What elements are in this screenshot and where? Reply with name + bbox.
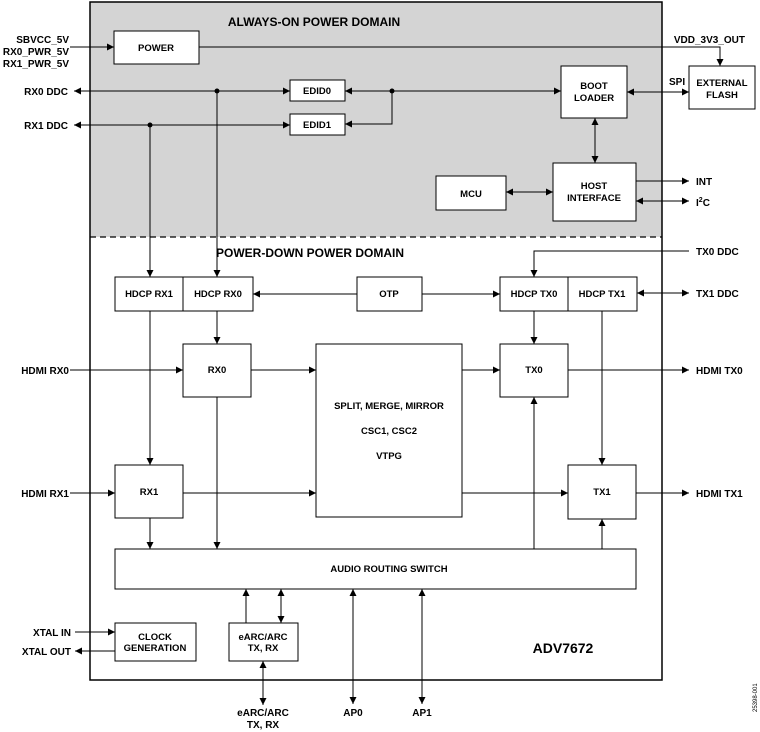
- svg-text:HDCP RX0: HDCP RX0: [194, 289, 242, 300]
- xtal-out-label: XTAL OUT: [22, 647, 71, 658]
- earc-pin-label-1: eARC/ARC: [237, 708, 289, 719]
- svg-text:EDID0: EDID0: [303, 86, 331, 97]
- svg-text:eARC/ARC: eARC/ARC: [238, 632, 287, 643]
- xtal-in-label: XTAL IN: [33, 628, 71, 639]
- svg-text:FLASH: FLASH: [706, 90, 738, 101]
- svg-text:CLOCK: CLOCK: [138, 632, 172, 643]
- hdmi-rx1-label: HDMI RX1: [21, 489, 69, 500]
- svg-text:VTPG: VTPG: [376, 451, 402, 462]
- sbvcc-label: SBVCC_5V: [16, 35, 69, 46]
- tx0-ddc-label: TX0 DDC: [696, 247, 739, 258]
- earc-block: eARC/ARC TX, RX: [228, 622, 299, 662]
- spi-label: SPI: [669, 77, 685, 88]
- tx1-block: TX1: [567, 464, 637, 520]
- svg-text:OTP: OTP: [379, 289, 399, 300]
- power-block: POWER: [113, 30, 200, 65]
- hdmi-tx1-label: HDMI TX1: [696, 489, 743, 500]
- external-flash-block: EXTERNAL FLASH: [688, 65, 756, 110]
- boot-loader-block: BOOT LOADER: [560, 65, 628, 119]
- host-interface-block: HOST INTERFACE: [552, 162, 637, 222]
- svg-text:TX, RX: TX, RX: [248, 643, 279, 654]
- clock-generation-block: CLOCK GENERATION: [114, 622, 197, 662]
- svg-text:HDCP TX0: HDCP TX0: [511, 289, 558, 300]
- svg-text:TX1: TX1: [593, 487, 611, 498]
- power-down-domain-title: POWER-DOWN POWER DOMAIN: [216, 246, 404, 260]
- hdmi-rx0-label: HDMI RX0: [21, 366, 69, 377]
- svg-text:MCU: MCU: [460, 189, 482, 200]
- connections: [70, 43, 724, 705]
- ap1-label: AP1: [412, 708, 432, 719]
- edid0-block: EDID0: [289, 79, 346, 102]
- svg-text:HDCP TX1: HDCP TX1: [579, 289, 627, 300]
- otp-block: OTP: [356, 276, 423, 312]
- mcu-block: MCU: [435, 175, 507, 211]
- earc-pin-label-2: TX, RX: [247, 720, 280, 731]
- hdmi-tx0-label: HDMI TX0: [696, 366, 743, 377]
- i2c-label: I2C: [696, 197, 710, 209]
- hdcp-rx1-block: HDCP RX1: [114, 276, 184, 312]
- svg-text:RX0: RX0: [208, 365, 226, 376]
- svg-text:AUDIO ROUTING SWITCH: AUDIO ROUTING SWITCH: [330, 564, 447, 575]
- chip-name: ADV7672: [533, 640, 594, 656]
- processing-block: SPLIT, MERGE, MIRROR CSC1, CSC2 VTPG: [315, 343, 463, 518]
- svg-text:BOOT: BOOT: [580, 81, 608, 92]
- svg-text:POWER: POWER: [138, 43, 174, 54]
- svg-text:HDCP RX1: HDCP RX1: [125, 289, 174, 300]
- svg-text:HOST: HOST: [581, 181, 608, 192]
- edid1-block: EDID1: [289, 113, 346, 136]
- svg-text:GENERATION: GENERATION: [124, 643, 187, 654]
- svg-text:INTERFACE: INTERFACE: [567, 193, 621, 204]
- svg-text:SPLIT, MERGE, MIRROR: SPLIT, MERGE, MIRROR: [334, 401, 444, 412]
- figure-id: 25398-001: [753, 683, 759, 712]
- hdcp-tx0-block: HDCP TX0: [499, 276, 569, 312]
- ap0-label: AP0: [343, 708, 363, 719]
- always-on-domain-title: ALWAYS-ON POWER DOMAIN: [228, 15, 400, 29]
- svg-text:RX1: RX1: [140, 487, 159, 498]
- rx1-pwr-label: RX1_PWR_5V: [3, 59, 69, 70]
- hdcp-rx0-block: HDCP RX0: [182, 276, 254, 312]
- svg-text:TX0: TX0: [525, 365, 542, 376]
- audio-routing-switch-block: AUDIO ROUTING SWITCH: [114, 548, 637, 590]
- hdcp-tx1-block: HDCP TX1: [567, 276, 638, 312]
- rx0-pwr-label: RX0_PWR_5V: [3, 47, 69, 58]
- signal-labels: SBVCC_5V RX0_PWR_5V RX1_PWR_5V RX0 DDC R…: [3, 35, 745, 731]
- tx1-ddc-label: TX1 DDC: [696, 289, 739, 300]
- svg-text:LOADER: LOADER: [574, 93, 614, 104]
- tx0-block: TX0: [499, 343, 569, 398]
- chip-outline: [89, 1, 663, 681]
- rx1-block: RX1: [114, 464, 184, 519]
- svg-text:CSC1, CSC2: CSC1, CSC2: [361, 426, 417, 437]
- svg-text:EXTERNAL: EXTERNAL: [696, 78, 747, 89]
- rx1-ddc-label: RX1 DDC: [24, 121, 68, 132]
- int-label: INT: [696, 177, 712, 188]
- vdd-out-label: VDD_3V3_OUT: [674, 35, 745, 46]
- svg-text:EDID1: EDID1: [303, 120, 332, 131]
- rx0-ddc-label: RX0 DDC: [24, 87, 68, 98]
- rx0-block: RX0: [182, 343, 252, 398]
